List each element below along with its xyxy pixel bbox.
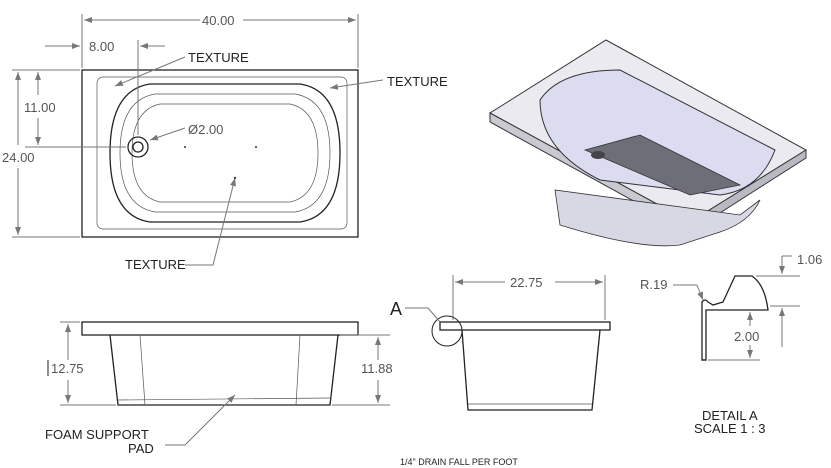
detail-a: 1.06 R.19 2.00 DETAIL A SCALE 1 : 3 <box>640 252 822 436</box>
dim-drain-x: 8.00 <box>89 39 114 54</box>
top-view: 40.00 8.00 11.00 24.00 TEXTURE TEXTURE Ø… <box>2 13 448 272</box>
drain-icon <box>127 136 149 158</box>
foam-label-line1: FOAM SUPPORT <box>45 427 149 442</box>
isometric-view <box>489 39 807 247</box>
dim-detail-radius: R.19 <box>640 277 667 292</box>
detail-a-title: DETAIL A <box>702 408 758 423</box>
side-view: 22.75 A <box>390 275 611 411</box>
drain-diameter: Ø2.00 <box>188 122 223 137</box>
dim-detail-height: 2.00 <box>734 329 759 344</box>
drain-fall-note: 1/4" DRAIN FALL PER FOOT <box>400 457 518 467</box>
front-view: 12.75 11.88 FOAM SUPPORT PAD <box>45 321 393 456</box>
texture-label-right: TEXTURE <box>387 74 448 89</box>
dim-depth-24: 24.00 <box>2 150 35 165</box>
foam-label-line2: PAD <box>128 441 154 456</box>
dim-height-right: 11.88 <box>361 361 393 376</box>
dim-drain-y: 11.00 <box>24 100 56 115</box>
texture-label-top: TEXTURE <box>188 50 249 65</box>
dim-height-left: 12.75 <box>51 361 84 376</box>
detail-a-scale: SCALE 1 : 3 <box>694 421 766 436</box>
dim-side-width: 22.75 <box>510 275 543 290</box>
detail-a-callout: A <box>390 299 402 319</box>
detail-a-callout-circle <box>431 315 463 347</box>
dim-width-40: 40.00 <box>202 13 235 28</box>
dim-detail-top: 1.06 <box>797 252 822 267</box>
texture-label-bottom: TEXTURE <box>125 257 186 272</box>
